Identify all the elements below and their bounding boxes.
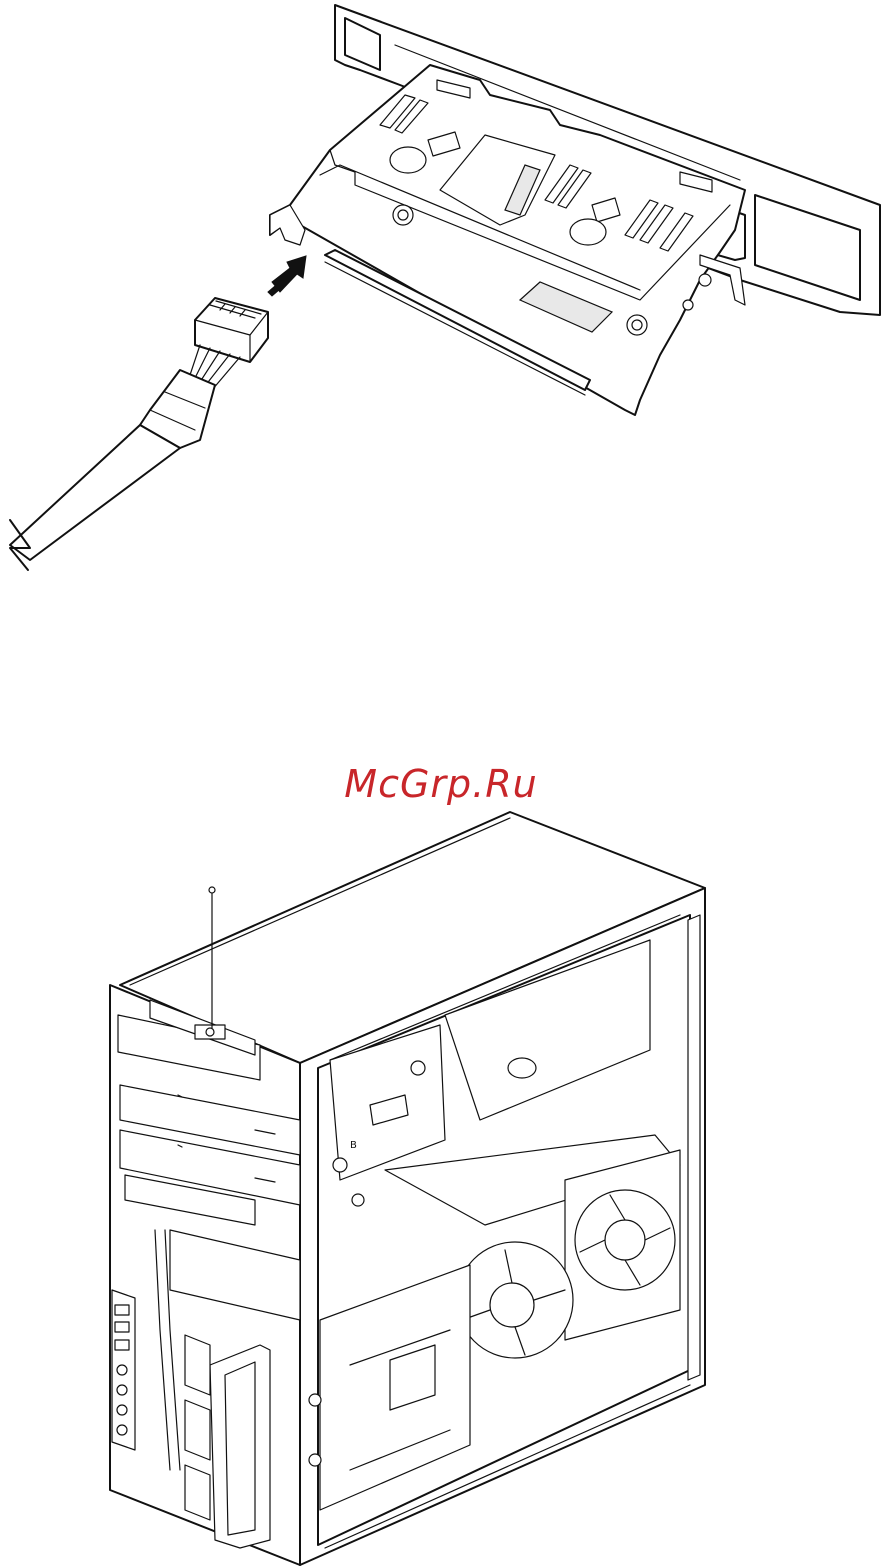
pc-chassis-diagram: B <box>0 800 882 1568</box>
chassis-front-panel <box>110 985 300 1565</box>
side-fan <box>457 1242 573 1358</box>
card-reader-bracket-diagram <box>0 0 882 600</box>
usb-header-cable <box>10 298 268 570</box>
connector-insert-arrow-icon <box>268 256 306 296</box>
bay-label-b: B <box>350 1140 357 1151</box>
rear-fan <box>565 1150 680 1340</box>
bay-bracket <box>270 65 745 415</box>
